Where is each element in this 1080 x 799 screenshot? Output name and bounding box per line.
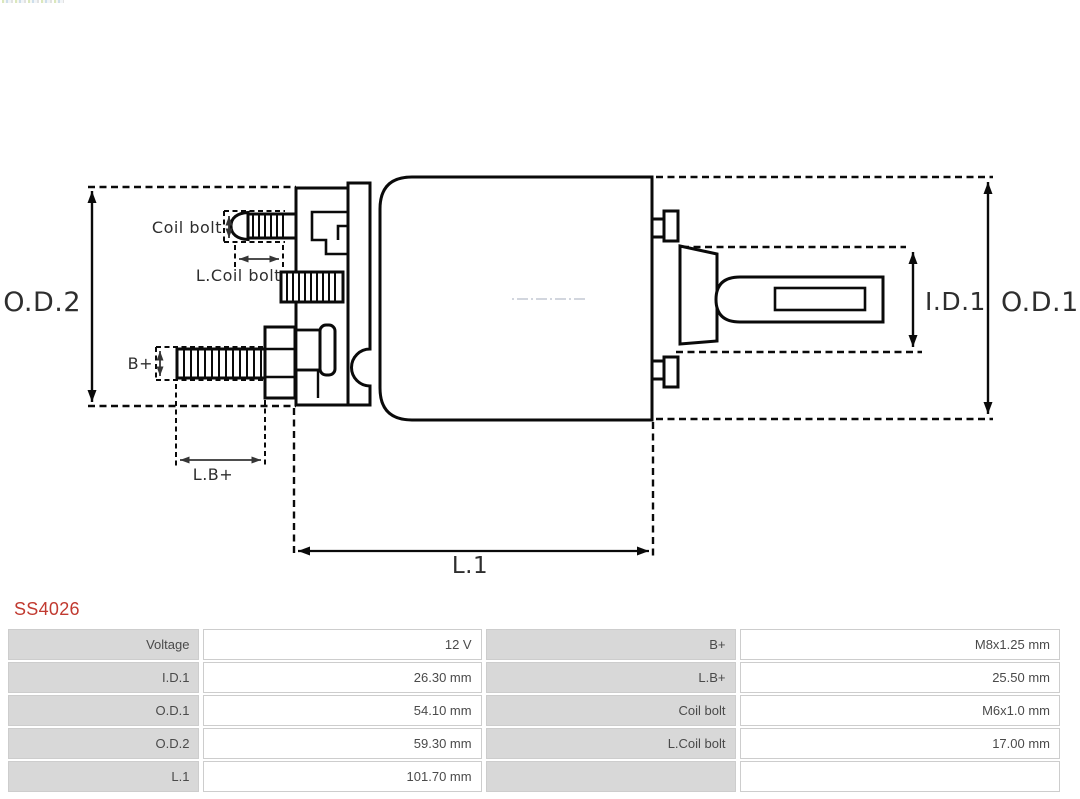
- spec-label-cell: I.D.1: [8, 662, 200, 693]
- dim-label-coil-bolt: Coil bolt: [152, 218, 222, 237]
- spec-value-cell: M6x1.0 mm: [739, 695, 1060, 726]
- spec-value-cell: 17.00 mm: [739, 728, 1060, 759]
- plunger-assembly: [650, 209, 885, 389]
- spec-label-cell: Voltage: [8, 629, 200, 660]
- spec-label-cell: O.D.2: [8, 728, 200, 759]
- spec-value-cell: 12 V: [203, 629, 482, 660]
- spec-label-cell: Coil bolt: [485, 695, 736, 726]
- table-row: O.D.1 54.10 mm Coil bolt M6x1.0 mm: [8, 695, 1060, 726]
- spec-value-cell: M8x1.25 mm: [739, 629, 1060, 660]
- spec-label-cell: [485, 761, 736, 792]
- spec-value-cell: 101.70 mm: [203, 761, 482, 792]
- dim-label-b-plus: B+: [128, 354, 153, 373]
- table-row: O.D.2 59.30 mm L.Coil bolt 17.00 mm: [8, 728, 1060, 759]
- dim-label-id1: I.D.1: [925, 287, 986, 316]
- b-plus-bolt: [175, 323, 337, 400]
- dim-label-od1: O.D.1: [1001, 287, 1079, 318]
- dim-label-l1: L.1: [452, 553, 488, 579]
- product-code: SS4026: [14, 599, 80, 619]
- spec-label-cell: L.Coil bolt: [485, 728, 736, 759]
- product-diagram-area: O.D.2 O.D.1 I.D.1 Coil bolt L.Coil bolt …: [3, 175, 1079, 579]
- spec-label-cell: L.1: [8, 761, 200, 792]
- spec-label-cell: B+: [485, 629, 736, 660]
- solenoid-dimension-drawing: O.D.2 O.D.1 I.D.1 Coil bolt L.Coil bolt …: [3, 175, 1079, 579]
- threaded-bushing: [279, 270, 345, 304]
- dim-label-lb-plus: L.B+: [193, 465, 233, 484]
- table-row: I.D.1 26.30 mm L.B+ 25.50 mm: [8, 662, 1060, 693]
- spec-value-cell: 25.50 mm: [739, 662, 1060, 693]
- spec-value-cell: [739, 761, 1060, 792]
- dim-label-od2: O.D.2: [3, 287, 81, 318]
- detail-extension-lines: [155, 210, 285, 467]
- truncated-logo: [2, 0, 64, 3]
- solenoid-body: [378, 175, 654, 422]
- table-row: L.1 101.70 mm: [8, 761, 1060, 792]
- spec-value-cell: 59.30 mm: [203, 728, 482, 759]
- dim-label-lcoil-bolt: L.Coil bolt: [196, 266, 281, 285]
- spec-table: Voltage 12 V B+ M8x1.25 mm I.D.1 26.30 m…: [4, 627, 1064, 794]
- coil-bolt: [229, 210, 298, 242]
- spec-value-cell: 26.30 mm: [203, 662, 482, 693]
- dimension-arrows: [87, 182, 993, 556]
- spec-label-cell: L.B+: [485, 662, 736, 693]
- extension-lines: [88, 175, 993, 556]
- table-row: Voltage 12 V B+ M8x1.25 mm: [8, 629, 1060, 660]
- spec-value-cell: 54.10 mm: [203, 695, 482, 726]
- spec-label-cell: O.D.1: [8, 695, 200, 726]
